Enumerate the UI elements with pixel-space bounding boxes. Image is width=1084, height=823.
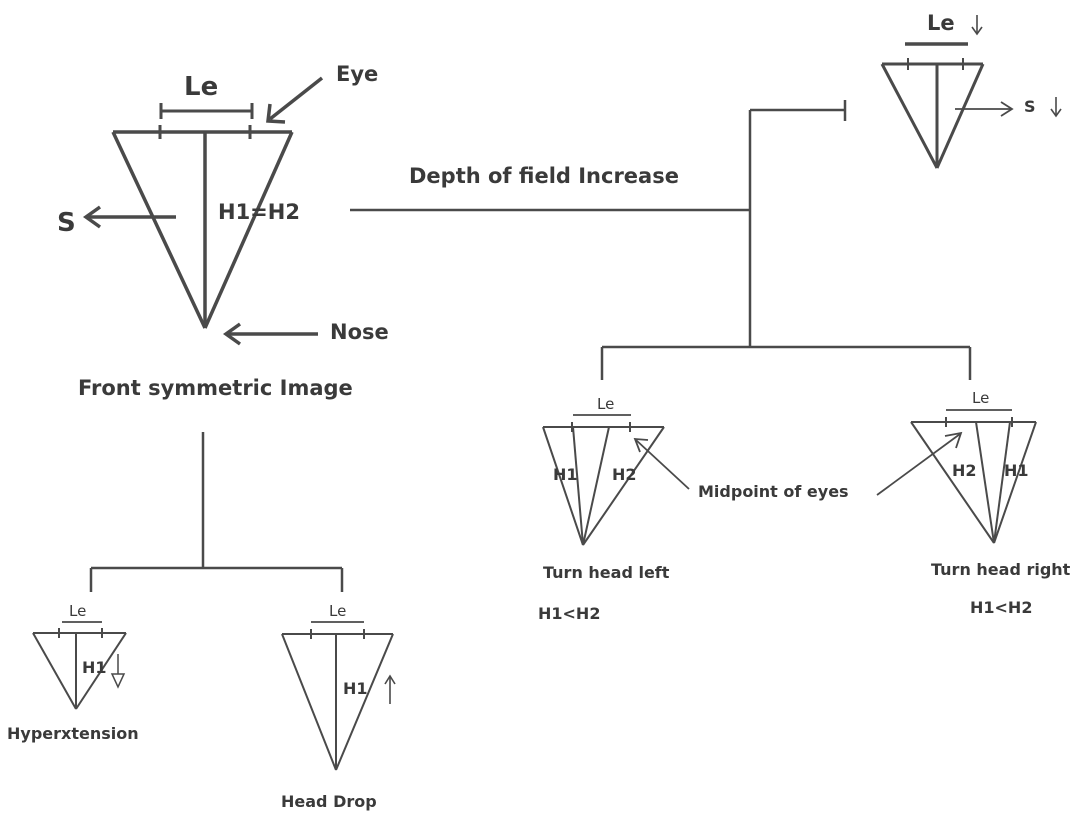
eye-label: Eye <box>336 62 379 86</box>
tree-connectors <box>89 100 972 592</box>
nose-pointer-arrow <box>222 322 318 346</box>
hyperext-triangle <box>32 621 127 710</box>
hyperext-caption: Hyperxtension <box>7 724 139 743</box>
headdrop-le-label: Le <box>329 602 347 620</box>
turn-right-caption: Turn head right <box>931 560 1071 579</box>
turn-right-relation: H1<H2 <box>970 598 1033 617</box>
front-le-bracket <box>159 103 254 119</box>
midpoint-arrow-right <box>876 431 963 496</box>
turn-left-h1-label: H1 <box>553 465 578 484</box>
turn-left-relation: H1<H2 <box>538 604 601 623</box>
depth-le-down-arrow <box>971 15 983 36</box>
depth-s-arrow <box>955 101 1014 117</box>
depth-le-label: Le <box>927 11 955 35</box>
hyperext-h1-label: H1 <box>82 658 107 677</box>
front-caption: Front symmetric Image <box>78 376 353 400</box>
front-face-triangle <box>111 125 294 329</box>
midpoint-label: Midpoint of eyes <box>698 482 849 501</box>
depth-label: Depth of field Increase <box>409 164 679 188</box>
front-le-label: Le <box>184 72 219 102</box>
turn-right-h1-label: H1 <box>1004 461 1029 480</box>
front-right-edge <box>203 131 294 329</box>
nose-label: Nose <box>330 320 389 344</box>
hyperext-le-label: Le <box>69 602 87 620</box>
turn-right-le-label: Le <box>972 389 990 407</box>
front-left-edge <box>111 131 207 329</box>
turn-left-caption: Turn head left <box>543 563 670 582</box>
turn-left-triangle <box>542 414 665 546</box>
turn-left-h2-label: H2 <box>612 465 637 484</box>
headdrop-caption: Head Drop <box>281 792 377 811</box>
turn-left-le-label: Le <box>597 395 615 413</box>
depth-s-down-arrow <box>1050 97 1062 118</box>
headdrop-up-arrow <box>384 674 396 704</box>
headdrop-triangle <box>281 621 394 771</box>
front-s-label: S <box>57 208 76 238</box>
front-h-equal-label: H1=H2 <box>218 200 300 224</box>
front-s-arrow <box>82 205 176 229</box>
turn-right-h2-label: H2 <box>952 461 977 480</box>
hyperext-down-arrow <box>110 654 126 689</box>
depth-s-label: S <box>1024 97 1036 116</box>
midpoint-arrow-left <box>633 437 690 490</box>
depth-face-triangle <box>880 58 985 169</box>
headdrop-h1-label: H1 <box>343 679 368 698</box>
eye-pointer-arrow <box>266 76 324 124</box>
turn-right-triangle <box>910 409 1037 544</box>
